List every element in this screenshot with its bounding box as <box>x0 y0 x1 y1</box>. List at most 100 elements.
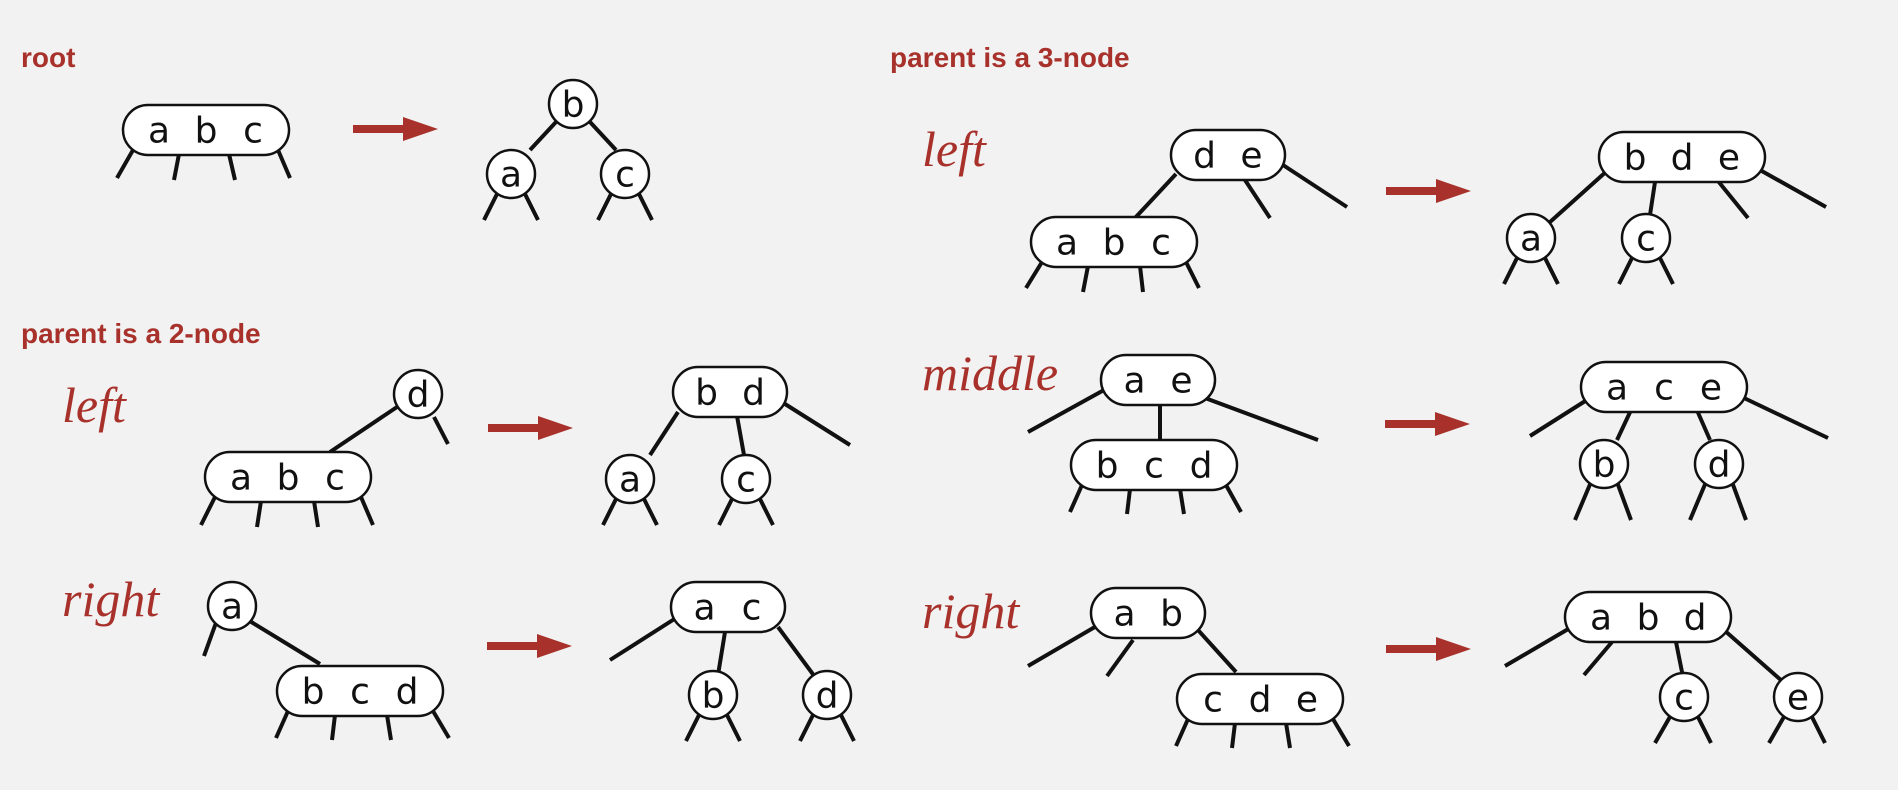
tree-edge <box>776 625 817 679</box>
label-p2-right: right <box>62 571 160 627</box>
node-key: d <box>1671 138 1694 179</box>
node-key: d <box>1708 445 1731 486</box>
tree-edge <box>735 415 746 456</box>
tree-edge <box>274 710 290 739</box>
arrow-p3-middle <box>1385 412 1470 436</box>
node-key: c <box>1144 446 1164 487</box>
tree-edge <box>255 500 263 528</box>
node-key: c <box>736 460 756 501</box>
node-key: b <box>1637 598 1660 639</box>
tree-edge <box>1617 255 1635 285</box>
tree-edge <box>431 709 451 740</box>
tree-edge <box>328 403 402 454</box>
node-key: d <box>1193 136 1216 177</box>
node-key: d <box>1190 446 1213 487</box>
node-key: b <box>277 458 300 499</box>
tree-edge <box>1133 172 1178 220</box>
arrow-root <box>353 117 438 141</box>
node-key: c <box>1636 219 1656 260</box>
node-key: b <box>302 672 325 713</box>
tree-edge <box>798 712 816 742</box>
tree-edge <box>601 496 619 526</box>
heading-parent-2-node: parent is a 2-node <box>21 318 261 349</box>
tree-edge <box>1138 265 1145 293</box>
tree-edge <box>1081 265 1090 293</box>
node-key: b <box>195 111 218 152</box>
p3-left-after-mid: c <box>1620 212 1672 264</box>
node-key: e <box>1718 138 1740 179</box>
p2-left-before-parent: d <box>392 368 444 420</box>
root-after-node-a: a <box>485 148 537 200</box>
node-key: d <box>742 373 765 414</box>
node-key: b <box>695 373 718 414</box>
arrow-p3-left <box>1386 179 1471 203</box>
node-key: a <box>1123 361 1145 402</box>
tree-edge <box>1024 260 1044 290</box>
tree-edge <box>1068 484 1084 513</box>
tree-edge <box>1125 488 1132 515</box>
p2-right-after-right: d <box>801 669 853 721</box>
tree-edge <box>246 618 322 666</box>
node-key: c <box>1203 680 1223 721</box>
arrow-p2-left <box>488 416 573 440</box>
tree-edge <box>596 191 614 221</box>
node-key: a <box>1606 368 1628 409</box>
node-key: c <box>742 588 762 629</box>
node-key: b <box>1096 446 1119 487</box>
tree-edge <box>588 120 618 152</box>
tree-edge <box>838 712 856 742</box>
node-key: c <box>615 155 635 196</box>
p3-right-after-right: e <box>1772 671 1824 723</box>
tree-edge <box>608 616 678 662</box>
tree-edge <box>1281 163 1349 209</box>
node-key: e <box>1240 136 1262 177</box>
tree-edge <box>648 410 680 457</box>
node-key: b <box>1593 445 1616 486</box>
p2-right-after-left: b <box>687 669 739 721</box>
tree-edge <box>330 714 337 741</box>
node-key: c <box>1654 368 1674 409</box>
tree-edge <box>227 153 237 181</box>
tree-edge <box>1230 722 1237 749</box>
node-key: b <box>1624 138 1647 179</box>
node-key: d <box>816 676 839 717</box>
tree-edge <box>1331 717 1351 748</box>
p3-right-after-left: c <box>1658 671 1710 723</box>
tree-edge <box>202 619 219 657</box>
tree-edge <box>1615 481 1633 521</box>
root-after-node-c: c <box>599 148 651 200</box>
node-key: c <box>243 111 263 152</box>
arrow-p3-right <box>1386 637 1471 661</box>
tree-edge <box>115 149 135 179</box>
tree-edge <box>1178 488 1186 515</box>
tree-edge <box>1648 181 1657 216</box>
tree-edge <box>1674 641 1685 678</box>
tree-edge <box>1284 722 1292 749</box>
tree-edge <box>1548 168 1610 224</box>
node-key: d <box>396 672 419 713</box>
node-key: b <box>702 676 725 717</box>
tree-edge <box>1204 396 1319 442</box>
node-key: c <box>325 458 345 499</box>
tree-edge <box>172 153 181 181</box>
tree-edge <box>684 712 702 742</box>
tree-edge <box>716 631 727 676</box>
node-key: a <box>221 587 243 628</box>
node-key: a <box>1056 223 1078 264</box>
tree-edge <box>1809 714 1827 744</box>
tree-edge <box>724 712 742 742</box>
tree-edge <box>717 496 735 526</box>
tree-edge <box>757 496 775 526</box>
tree-edge <box>1243 178 1272 220</box>
